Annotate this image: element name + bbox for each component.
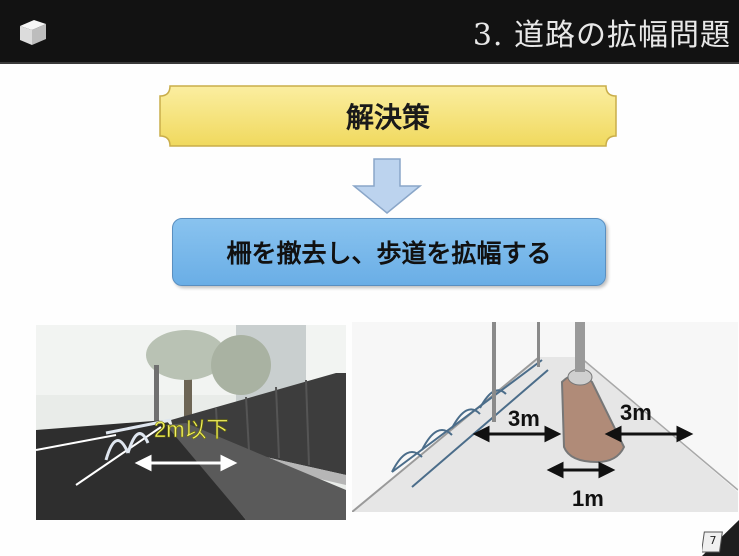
page-title: 3. 道路の拡幅問題 [472, 18, 731, 53]
solution-text: 柵を撤去し、歩道を拡幅する [226, 239, 552, 268]
solution-heading: 解決策 [345, 101, 430, 134]
width-arrow [134, 454, 238, 472]
cube-logo-icon [20, 20, 46, 45]
solution-box: 柵を撤去し、歩道を拡幅する [172, 218, 606, 286]
page-corner-badge [702, 520, 739, 556]
width-label: 2m以下 [154, 417, 229, 442]
right-width-label: 3m [620, 400, 652, 425]
center-width-label: 1m [572, 486, 604, 511]
left-width-label: 3m [508, 406, 540, 431]
dimension-arrows [472, 425, 694, 479]
scroll-shape [159, 85, 617, 147]
title-bar: 3. 道路の拡幅問題 [0, 0, 739, 64]
page-number: 7 [709, 534, 717, 547]
photo-widened-sidewalk: 3m 3m 1m [352, 322, 738, 512]
photo-narrow-sidewalk: 2m以下 [36, 325, 346, 520]
solution-heading-box: 解決策 [158, 84, 618, 148]
down-arrow-icon [352, 158, 422, 214]
